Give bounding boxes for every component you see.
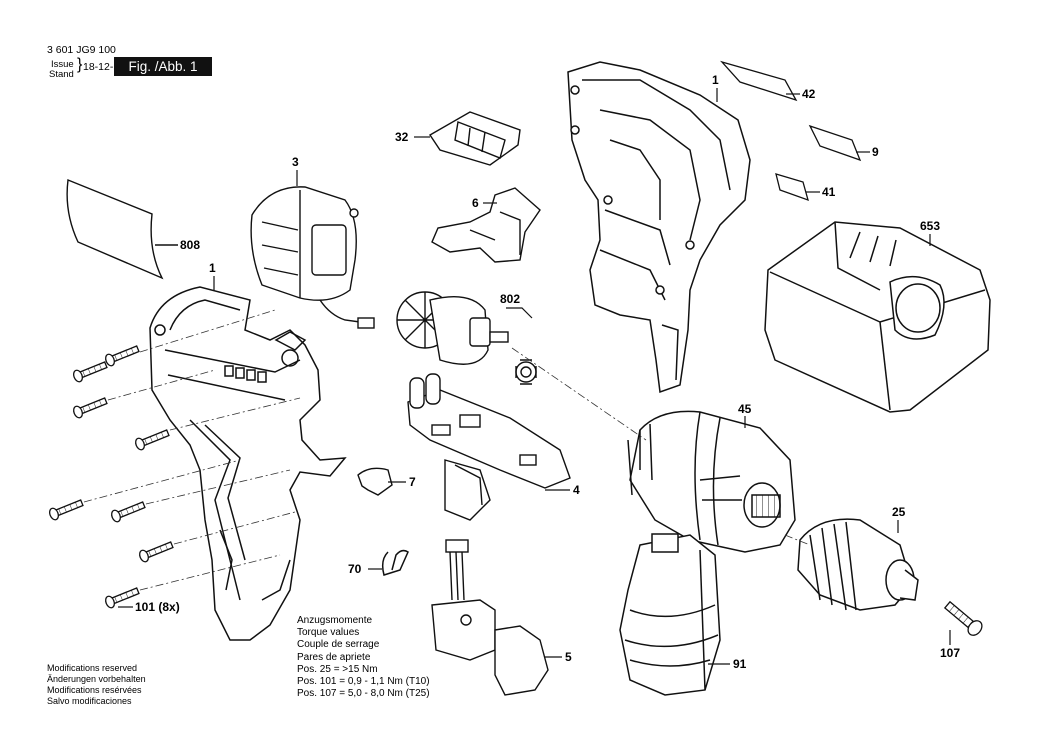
part-label-4: 4: [573, 483, 580, 497]
document-number: 3 601 JG9 100: [47, 44, 116, 56]
screw-107: [943, 600, 983, 636]
part-label-42: 42: [802, 87, 816, 101]
torque-line: Pos. 107 = 5,0 - 8,0 Nm (T25): [297, 688, 430, 700]
label-strip-9: [808, 124, 862, 162]
torque-line: Pos. 101 = 0,9 - 1,1 Nm (T10): [297, 676, 430, 688]
part-label-91: 91: [733, 657, 747, 671]
part-label-6: 6: [472, 196, 479, 210]
part-label-1-right: 1: [712, 73, 719, 87]
battery-91: [619, 533, 721, 696]
part-label-101: 101 (8x): [135, 600, 180, 614]
slider-6: [431, 187, 541, 263]
part-label-7: 7: [409, 475, 416, 489]
label-sheet-808: [66, 179, 178, 280]
assembly-axis-center: [511, 347, 647, 441]
part-label-25: 25: [892, 505, 906, 519]
leader-802: [506, 307, 533, 319]
modifications-line: Modifications reserved: [47, 663, 138, 673]
pinion-802: [515, 359, 537, 385]
part-label-802: 802: [500, 292, 521, 306]
torque-line: Couple de serrage: [297, 639, 380, 651]
gearbox-45: [627, 410, 796, 553]
part-label-41: 41: [822, 185, 836, 199]
label-strip-41: [775, 173, 809, 202]
modifications-note: Modifications reserved Änderungen vorbeh…: [47, 663, 146, 707]
assembly-lines-left: [83, 309, 301, 591]
issue-brace: }: [77, 56, 83, 73]
part-label-9: 9: [872, 145, 879, 159]
part-label-3: 3: [292, 155, 299, 169]
switch-5: [431, 539, 549, 696]
issue-date: 18-12-19: [83, 61, 126, 73]
spring-70: [381, 549, 409, 576]
part-label-5: 5: [565, 650, 572, 664]
electronics-board-4: [407, 373, 571, 521]
cover-32: [429, 111, 521, 166]
part-label-45: 45: [738, 402, 752, 416]
part-label-1-left: 1: [209, 261, 216, 275]
label-strip-42: [720, 60, 798, 102]
torque-line: Pares de apriete: [297, 651, 371, 663]
part-label-32: 32: [395, 130, 409, 144]
part-label-808: 808: [180, 238, 201, 252]
figure-label: Fig. /Abb. 1: [114, 57, 212, 76]
torque-line: Pos. 25 = >15 Nm: [297, 663, 378, 675]
screw-set-101: [49, 345, 174, 609]
modifications-line: Änderungen vorbehalten: [47, 674, 146, 684]
torque-line: Torque values: [297, 627, 360, 639]
motor: [396, 291, 509, 365]
part-label-70: 70: [348, 562, 362, 576]
stator-3: [250, 186, 375, 329]
housing-half-left: [149, 286, 347, 641]
assembly-axis-chuck: [784, 534, 811, 546]
modifications-line: Modifications resérvées: [47, 685, 142, 695]
stand-label: Stand: [49, 69, 74, 80]
charger-653: [764, 221, 991, 413]
torque-values: Anzugsmomente Torque values Couple de se…: [297, 615, 430, 700]
torque-line: Anzugsmomente: [297, 615, 373, 626]
part-label-653: 653: [920, 219, 941, 233]
part-label-107: 107: [940, 646, 961, 660]
clip-7: [357, 467, 393, 496]
chuck-25: [797, 518, 919, 611]
housing-half-right: [567, 61, 751, 394]
modifications-line: Salvo modificaciones: [47, 696, 132, 706]
issue-label: Issue: [51, 59, 74, 70]
